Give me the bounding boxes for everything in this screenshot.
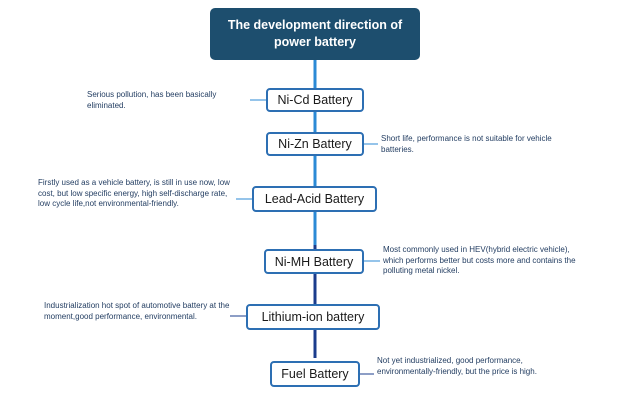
note-lithium-ion-battery: Industrialization hot spot of automotive… xyxy=(44,301,230,321)
node-ni-cd-battery: Ni-Cd Battery xyxy=(266,88,364,112)
node-lead-acid-battery: Lead-Acid Battery xyxy=(252,186,377,212)
node-lithium-ion-battery: Lithium-ion battery xyxy=(246,304,380,330)
diagram-title: The development direction of power batte… xyxy=(210,8,420,60)
node-ni-zn-battery: Ni-Zn Battery xyxy=(266,132,364,156)
note-ni-mh-battery: Most commonly used in HEV(hybrid electri… xyxy=(383,245,576,275)
node-ni-mh-battery: Ni-MH Battery xyxy=(264,249,364,274)
note-fuel-battery: Not yet industrialized, good performance… xyxy=(377,356,537,376)
note-lead-acid-battery: Firstly used as a vehicle battery, is st… xyxy=(38,178,230,208)
node-fuel-battery: Fuel Battery xyxy=(270,361,360,387)
note-ni-cd-battery: Serious pollution, has been basically el… xyxy=(87,90,217,110)
note-ni-zn-battery: Short life, performance is not suitable … xyxy=(381,134,552,154)
